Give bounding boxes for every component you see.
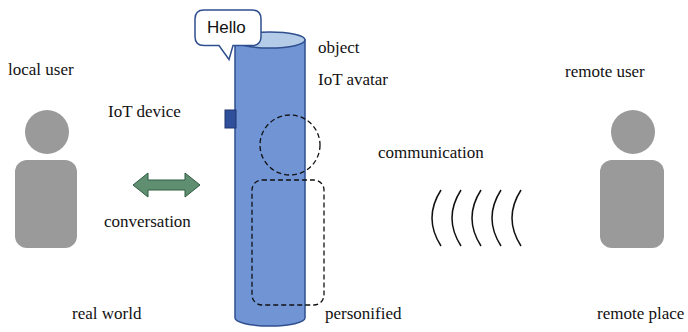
object-label: object [318,38,360,58]
wave-arc [432,190,441,246]
wave-arc [452,190,461,246]
user-label: local user [8,60,74,80]
speech-bubble: Hello [195,10,261,46]
wave-arc [512,190,521,246]
user-body [15,160,77,248]
user-head [25,110,69,154]
place-label: real world [72,304,141,324]
user-body [600,160,664,248]
communication-waves [432,190,521,246]
place-label: remote place [597,304,684,324]
avatar-label: IoT avatar [318,70,388,90]
avatar-head [260,115,320,175]
user-label: remote user [565,62,645,82]
wave-arc [472,190,481,246]
bubble-shape [195,10,261,60]
iot-device [225,110,236,128]
conversation-arrow [133,173,200,197]
cylinder-body [235,40,305,326]
device-label: IoT device [108,102,181,122]
arrow-label: conversation [104,212,191,232]
user-head [611,110,655,154]
avatar-body [252,180,324,305]
bubble-text: Hello [207,18,249,38]
avatar-label: personified [325,304,401,324]
wave-arc [492,190,501,246]
link-label: communication [378,143,484,163]
